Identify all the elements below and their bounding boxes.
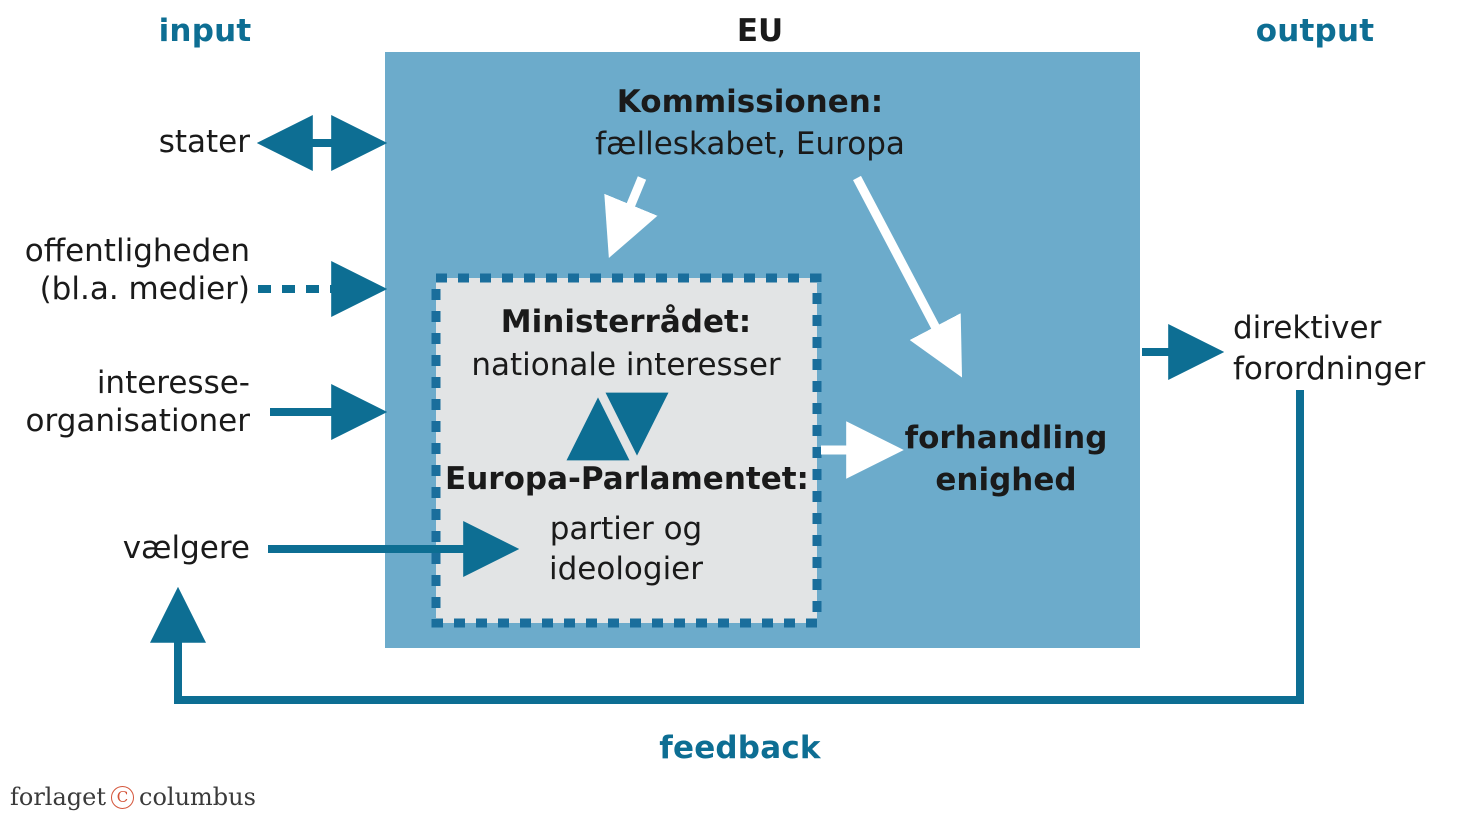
arrow-commission-to-negotiation: [853, 175, 963, 378]
input-label-interesse-line2: organisationer: [25, 403, 250, 439]
input-label-offentligheden-line2: (bl.a. medier): [39, 271, 250, 307]
output-label-line2: forordninger: [1233, 351, 1426, 387]
logo-prefix: forlaget: [10, 783, 106, 811]
input-label-offentligheden-line1: offentligheden: [24, 233, 250, 269]
council-subtitle: nationale interesser: [471, 347, 781, 383]
input-label-stater: stater: [158, 124, 250, 160]
commission-subtitle: fælleskabet, Europa: [595, 126, 905, 162]
output-label-line1: direktiver: [1233, 310, 1382, 346]
logo-suffix: columbus: [139, 783, 256, 811]
parliament-subtitle-line1: partier og: [549, 511, 703, 547]
parliament-title: Europa-Parlamentet:: [445, 461, 809, 497]
input-label-interesse-line1: interesse-: [96, 365, 250, 401]
copyright-icon: C: [111, 785, 134, 809]
commission-title: Kommissionen:: [616, 84, 884, 120]
output-heading: output: [1255, 13, 1375, 49]
negotiation-line2: enighed: [935, 462, 1077, 498]
feedback-loop-path: [150, 390, 1304, 704]
input-label-vaelgere: vælgere: [122, 530, 250, 566]
parliament-subtitle-line2: ideologier: [548, 551, 704, 587]
feedback-label: feedback: [659, 730, 821, 766]
page-title: EU: [736, 13, 784, 49]
arrow-commission-to-council: [604, 176, 658, 258]
council-title: Ministerrådet:: [500, 304, 752, 340]
publisher-logo: forlaget C columbus: [10, 783, 256, 811]
input-heading: input: [158, 13, 252, 49]
negotiation-line1: forhandling: [904, 420, 1108, 456]
